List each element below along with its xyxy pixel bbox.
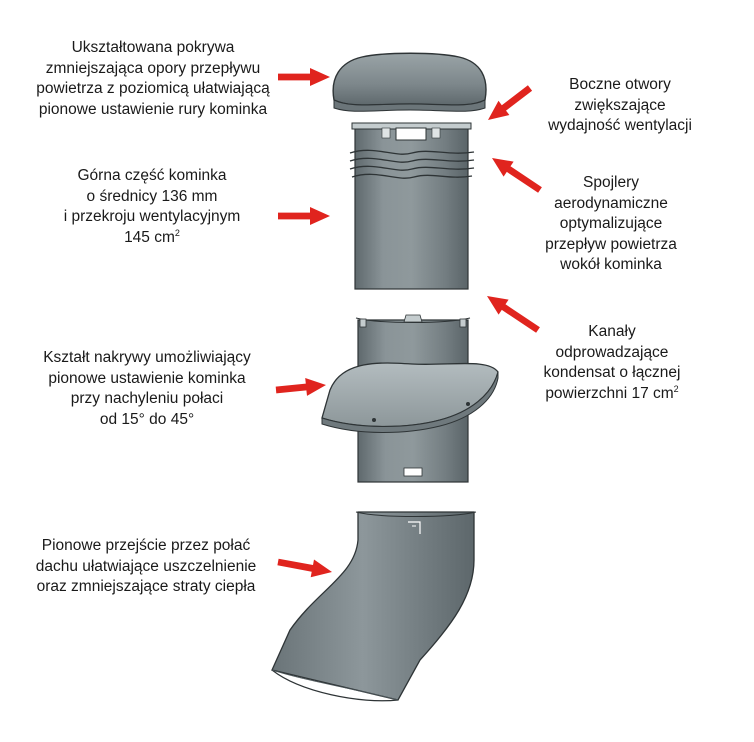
label-cap: Ukształtowana pokrywa zmniejszająca opor… — [36, 39, 270, 118]
arrow-cap — [278, 68, 330, 86]
condensate-channels — [359, 314, 467, 328]
upper-pipe — [349, 122, 475, 290]
middle-collar-section — [321, 314, 499, 483]
arrow-channels — [487, 296, 540, 333]
side-opening — [395, 127, 427, 141]
arrow-upper-pipe — [278, 207, 330, 225]
label-spoilers: Spojlery aerodynamiczne optymalizujące p… — [545, 174, 677, 273]
upper-pipe-area: 145 cm2 — [124, 227, 180, 246]
top-cap — [332, 52, 487, 112]
arrow-spoilers — [492, 158, 542, 193]
label-upper-pipe: Górna część kominka o średnicy 136 mm i … — [52, 166, 252, 248]
label-collar: Kształt nakrywy umożliwiający pionowe us… — [43, 349, 251, 428]
arrow-passage — [277, 558, 332, 578]
label-side-openings: Boczne otwory zwiększające wydajność wen… — [548, 76, 692, 134]
arrow-collar — [275, 378, 326, 396]
arrow-side-openings — [488, 85, 533, 120]
roof-passage-elbow — [271, 511, 477, 702]
aerodynamic-spoilers — [349, 149, 475, 179]
label-channels: Kanały odprowadzające kondensat o łączne… — [512, 322, 712, 404]
label-passage: Pionowe przejście przez połać dachu ułat… — [35, 537, 257, 595]
channels-area: powierzchni 17 cm2 — [545, 383, 679, 402]
